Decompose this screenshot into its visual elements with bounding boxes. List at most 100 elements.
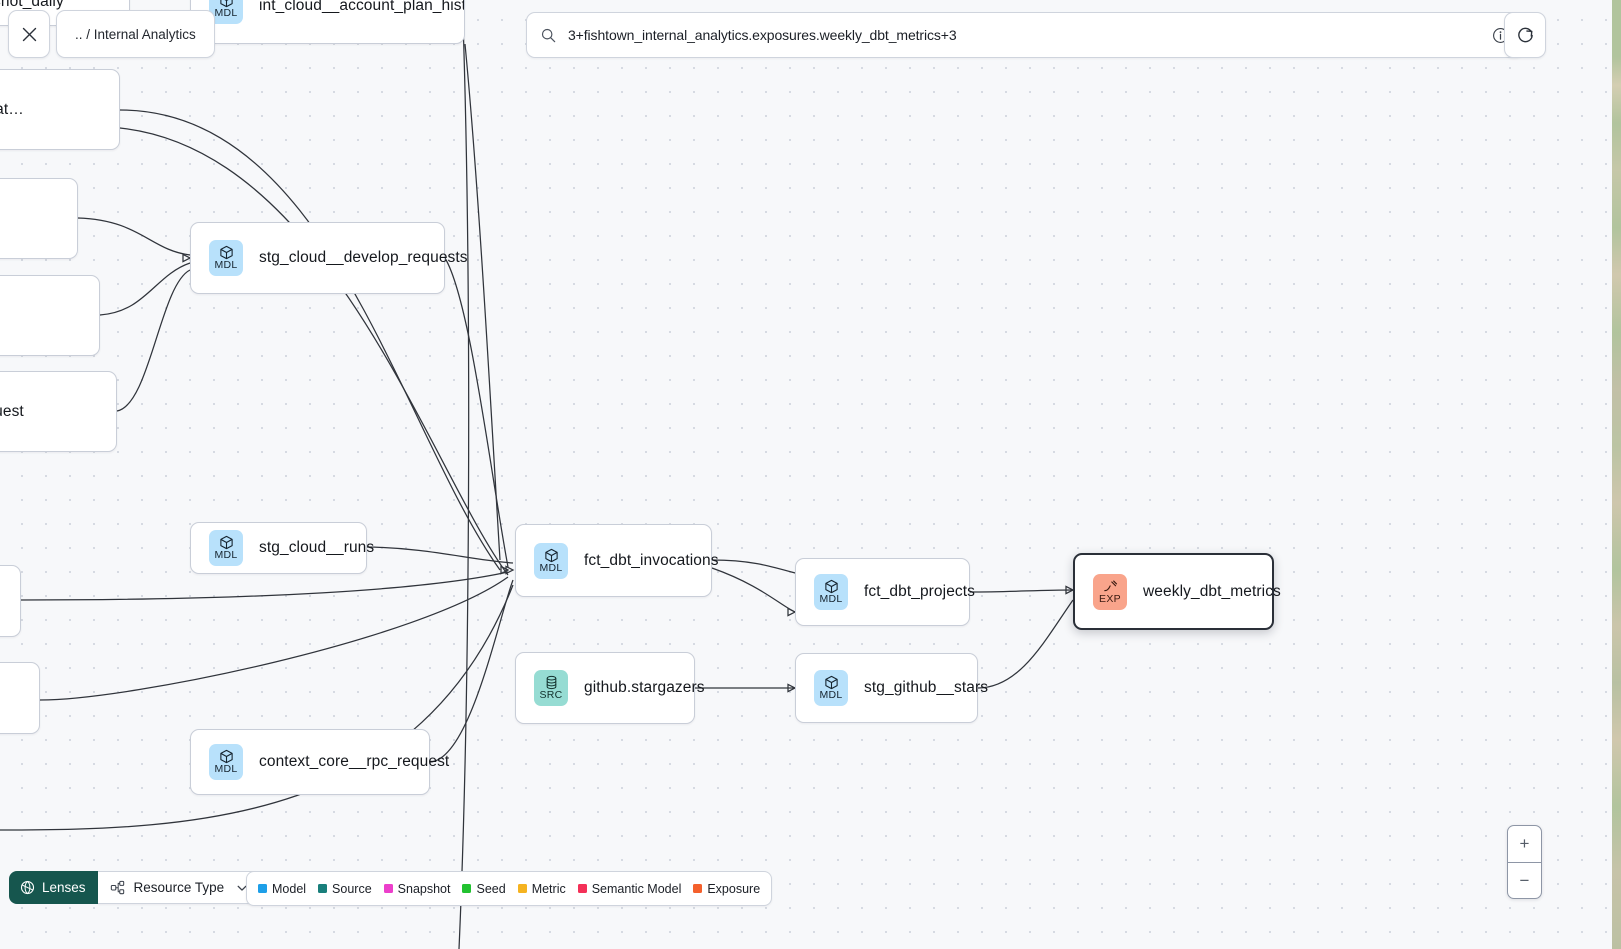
node-label: fct_dbt_invocations — [584, 551, 719, 569]
legend-label: Snapshot — [397, 881, 451, 896]
node-label: github.stargazers — [584, 679, 705, 696]
edge-arrowhead — [1065, 585, 1075, 595]
legend-item: Source — [318, 882, 372, 896]
lens-icon — [20, 880, 35, 895]
graph-node-fct_dbt_invocations[interactable]: MDL fct_dbt_invocations — [515, 524, 719, 597]
node-type-abbr: MDL — [214, 763, 238, 775]
lineage-edge — [444, 257, 509, 568]
resource-type-button[interactable]: Resource Type — [97, 871, 262, 904]
node-type-abbr: MDL — [214, 259, 238, 271]
graph-node-velop_request[interactable]: velop_request — [0, 275, 100, 356]
right-edge-strip — [1612, 0, 1621, 949]
legend-item: Model — [258, 882, 306, 896]
resource-type-legend: Model Source Snapshot Seed Metric Semantic Mo… — [246, 871, 773, 906]
lineage-edge — [39, 576, 509, 701]
lineage-edge — [99, 262, 191, 316]
close-icon — [22, 27, 36, 41]
model-cube-icon — [219, 245, 233, 260]
edge-arrowhead — [500, 565, 510, 575]
lineage-edge — [429, 579, 514, 763]
legend-item: Seed — [462, 882, 506, 896]
node-label: stg_cloud__runs — [259, 539, 375, 556]
close-button[interactable] — [8, 10, 50, 58]
node-type-badge: EXP — [1093, 573, 1127, 610]
breadcrumb-label: .. / Internal Analytics — [75, 26, 196, 42]
lenses-button[interactable]: Lenses — [9, 871, 98, 904]
legend-swatch — [462, 884, 472, 893]
zoom-controls[interactable]: + − — [1507, 825, 1542, 899]
search-input[interactable] — [566, 26, 1482, 44]
node-type-abbr: MDL — [819, 689, 843, 701]
edge-arrowhead — [182, 253, 192, 263]
graph-node-multicell_migrat[interactable]: multicell_migrat… — [0, 69, 120, 150]
graph-node-left_n[interactable]: n — [0, 565, 21, 637]
lineage-edge — [711, 559, 796, 574]
model-cube-icon — [219, 535, 233, 550]
legend-label: Semantic Model — [591, 881, 682, 896]
legend-item: Snapshot — [383, 881, 451, 896]
refresh-button[interactable] — [1504, 12, 1546, 58]
node-type-abbr: EXP — [1099, 592, 1121, 605]
node-type-badge: MDL — [534, 542, 568, 579]
node-type-abbr: MDL — [819, 593, 843, 605]
legend-item: Semantic Model — [577, 881, 682, 896]
zoom-in-button[interactable]: + — [1508, 826, 1541, 863]
graph-node-stg_github__stars[interactable]: MDL stg_github__stars — [795, 653, 988, 723]
lineage-edge — [711, 567, 796, 613]
node-type-badge: MDL — [209, 530, 243, 566]
graph-node-develop_request[interactable]: _develop_request — [0, 371, 117, 452]
lineage-edge — [119, 109, 501, 571]
lineage-edge — [969, 589, 1074, 593]
lineage-edge — [77, 217, 191, 256]
lineage-edge — [366, 546, 514, 564]
model-cube-icon — [544, 548, 558, 562]
node-label: fct_dbt_projects — [864, 583, 976, 600]
node-type-abbr: SRC — [539, 689, 563, 701]
lineage-edge — [116, 269, 191, 412]
legend-swatch — [318, 884, 328, 893]
legend-swatch — [383, 884, 393, 893]
node-label: weekly_dbt_metrics — [1143, 582, 1281, 600]
graph-node-fct_dbt_projects[interactable]: MDL fct_dbt_projects — [795, 558, 975, 626]
legend-swatch — [258, 884, 267, 893]
node-type-badge: MDL — [209, 240, 243, 276]
model-cube-icon — [824, 675, 838, 690]
graph-node-context_core__rpc_request[interactable]: MDL context_core__rpc_request — [190, 729, 449, 795]
graph-node-stg_cloud__runs[interactable]: MDL stg_cloud__runs — [190, 522, 374, 574]
lineage-edge — [20, 571, 509, 601]
legend-swatch — [577, 884, 587, 893]
legend-label: Source — [332, 881, 372, 896]
graph-node-weekly_dbt_metrics[interactable]: EXP weekly_dbt_metrics — [1073, 553, 1281, 630]
legend-label: Exposure — [707, 881, 761, 896]
lineage-edge — [977, 599, 1074, 689]
node-label: multicell_migrat… — [0, 100, 24, 118]
graph-node-op_request[interactable]: op_request — [0, 178, 78, 259]
node-type-badge: MDL — [814, 574, 848, 610]
node-type-abbr: MDL — [214, 7, 238, 19]
node-label: _develop_request — [0, 402, 24, 420]
lenses-control-group[interactable]: Lenses Resource Type — [9, 871, 262, 904]
zoom-out-button[interactable]: − — [1519, 871, 1530, 890]
graph-node-github.stargazers[interactable]: SRC github.stargazers — [515, 652, 705, 724]
node-label: snapshot_daily — [0, 0, 64, 10]
breadcrumb[interactable]: .. / Internal Analytics — [56, 10, 215, 58]
lineage-edge — [119, 127, 509, 576]
search-bar[interactable] — [526, 12, 1524, 58]
node-type-badge: MDL — [814, 670, 848, 706]
lenses-label: Lenses — [42, 880, 86, 895]
node-type-abbr: MDL — [214, 549, 238, 561]
model-cube-icon — [824, 579, 838, 594]
graph-node-left_run[interactable]: _run — [0, 662, 40, 734]
legend-label: Model — [272, 881, 307, 896]
lineage-edge — [464, 43, 501, 561]
node-label: stg_github__stars — [864, 679, 989, 696]
resource-type-icon — [110, 880, 126, 896]
legend-item: Metric — [517, 882, 566, 896]
legend-item: Exposure — [693, 882, 760, 896]
node-label: context_core__rpc_request — [259, 753, 450, 770]
resource-type-label: Resource Type — [133, 880, 225, 895]
